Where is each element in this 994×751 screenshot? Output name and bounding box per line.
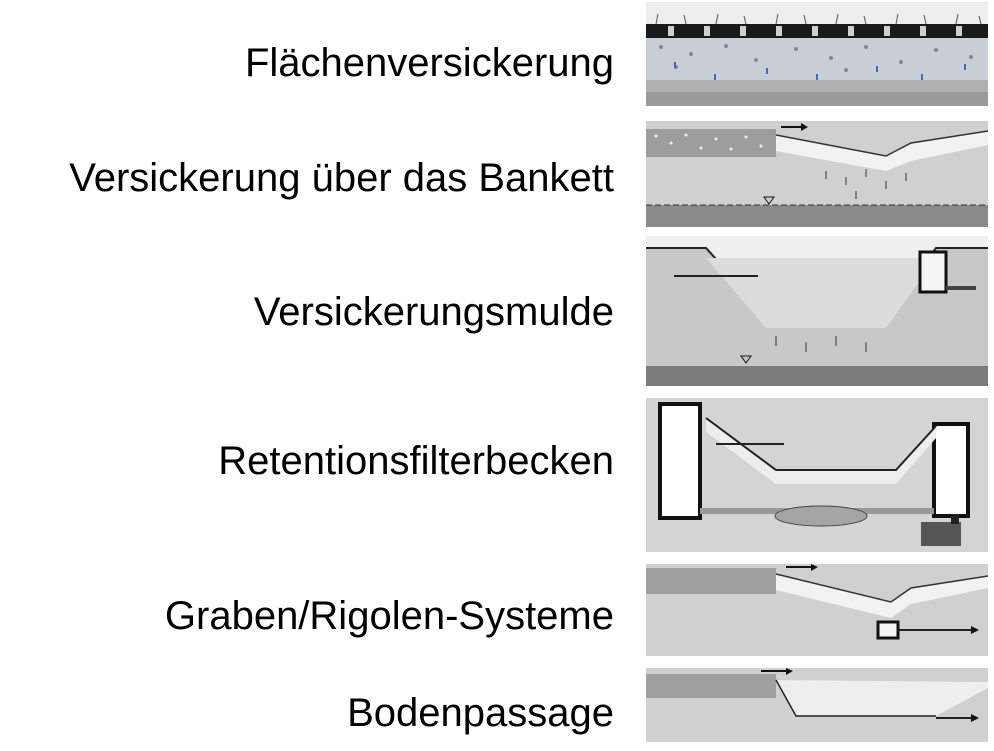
illustration-graben-rigolen [646,564,988,656]
illustration-retentionsfilterbecken [646,398,988,552]
label-flaechenversickerung: Flächenversickerung [244,41,614,85]
illustration-bodenpassage [646,668,988,742]
label-graben-rigolen: Graben/Rigolen-Systeme [164,594,614,638]
illustration-flaechenversickerung [646,2,988,106]
illustration-versickerung-bankett [646,121,988,227]
label-versickerungsmulde: Versickerungsmulde [253,290,614,334]
illustration-versickerungsmulde [646,236,988,386]
label-bodenpassage: Bodenpassage [347,691,614,735]
label-versickerung-bankett: Versickerung über das Bankett [69,156,614,200]
label-retentionsfilterbecken: Retentionsfilterbecken [218,439,614,483]
